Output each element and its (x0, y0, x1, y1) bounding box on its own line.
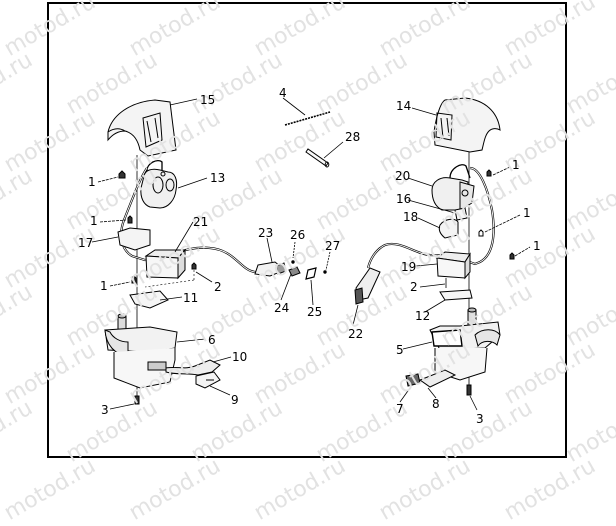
part-2-screw-left (144, 262, 213, 288)
part-8-switch-lever-right (418, 369, 457, 399)
watermark-text: motod.ru (500, 453, 600, 526)
callout-1: 1 (88, 175, 96, 189)
part-20-switch-assembly-right (407, 164, 475, 211)
part-13-switch-assembly-left (140, 159, 208, 209)
callout-14: 14 (396, 99, 412, 113)
callout-27: 27 (325, 239, 341, 253)
callout-28: 28 (345, 130, 361, 144)
part-28-sleeve (305, 141, 344, 168)
part-18-switch (417, 217, 459, 239)
part-7-switch-button-right (399, 373, 421, 403)
part-3-screw-left (109, 395, 140, 410)
part-26-pin (291, 241, 296, 264)
part-4-wire-pin (282, 97, 331, 126)
callout-5: 5 (396, 343, 404, 357)
callout-1: 1 (90, 214, 98, 228)
part-19-switch-module-right (415, 251, 471, 280)
callout-24: 24 (274, 301, 290, 315)
part-3-screw-right (466, 384, 478, 411)
part-16-switch (407, 199, 468, 221)
part-22-connector-right (352, 267, 381, 326)
watermark-text: motod.ru (375, 453, 475, 526)
right-wire-harness (366, 166, 495, 269)
callout-11: 11 (183, 291, 199, 305)
left-screws-1 (97, 170, 137, 287)
callout-9: 9 (231, 393, 239, 407)
part-2-screw-right (419, 278, 447, 288)
callout-16: 16 (396, 192, 412, 206)
right-screws-1 (478, 166, 531, 260)
callout-8: 8 (432, 397, 440, 411)
callout-18: 18 (403, 210, 419, 224)
callout-26: 26 (290, 228, 306, 242)
part-14-upper-housing-right (411, 97, 501, 153)
part-9-switch-button-left (195, 371, 231, 396)
callout-13: 13 (210, 171, 226, 185)
callout-12: 12 (415, 309, 431, 323)
callout-19: 19 (401, 260, 417, 274)
part-17-switch (91, 227, 151, 251)
callout-1: 1 (533, 239, 541, 253)
callout-6: 6 (208, 333, 216, 347)
callout-15: 15 (200, 93, 216, 107)
part-24-terminal-lock (280, 266, 301, 301)
callout-2: 2 (410, 280, 418, 294)
callout-4: 4 (279, 86, 287, 100)
callout-25: 25 (307, 305, 323, 319)
callout-17: 17 (78, 236, 94, 250)
exploded-parts-drawing (91, 97, 531, 411)
callout-22: 22 (348, 327, 364, 341)
callout-3: 3 (476, 412, 484, 426)
part-23-connector-left (254, 237, 287, 277)
part-10-switch-lever-left (165, 356, 232, 376)
callout-21: 21 (193, 215, 209, 229)
part-15-upper-housing-left (107, 98, 198, 157)
callout-23: 23 (258, 226, 274, 240)
callout-20: 20 (395, 169, 411, 183)
callout-10: 10 (232, 350, 248, 364)
part-12-bracket (424, 289, 473, 313)
part-6-lower-housing-left (104, 313, 206, 389)
watermark-text: motod.ru (250, 453, 350, 526)
part-21-switch-module-left (144, 221, 194, 280)
watermark-text: motod.ru (0, 453, 100, 526)
part-27-pin (323, 251, 331, 274)
callout-2: 2 (214, 280, 222, 294)
callout-1: 1 (512, 158, 520, 172)
callout-7: 7 (396, 402, 404, 416)
part-25-terminal-lock (305, 267, 317, 306)
callout-3: 3 (101, 403, 109, 417)
callout-1: 1 (100, 279, 108, 293)
part-11-bracket (129, 290, 183, 309)
watermark-text: motod.ru (125, 453, 225, 526)
part-5-lower-housing-right (402, 307, 501, 381)
callout-1: 1 (523, 206, 531, 220)
